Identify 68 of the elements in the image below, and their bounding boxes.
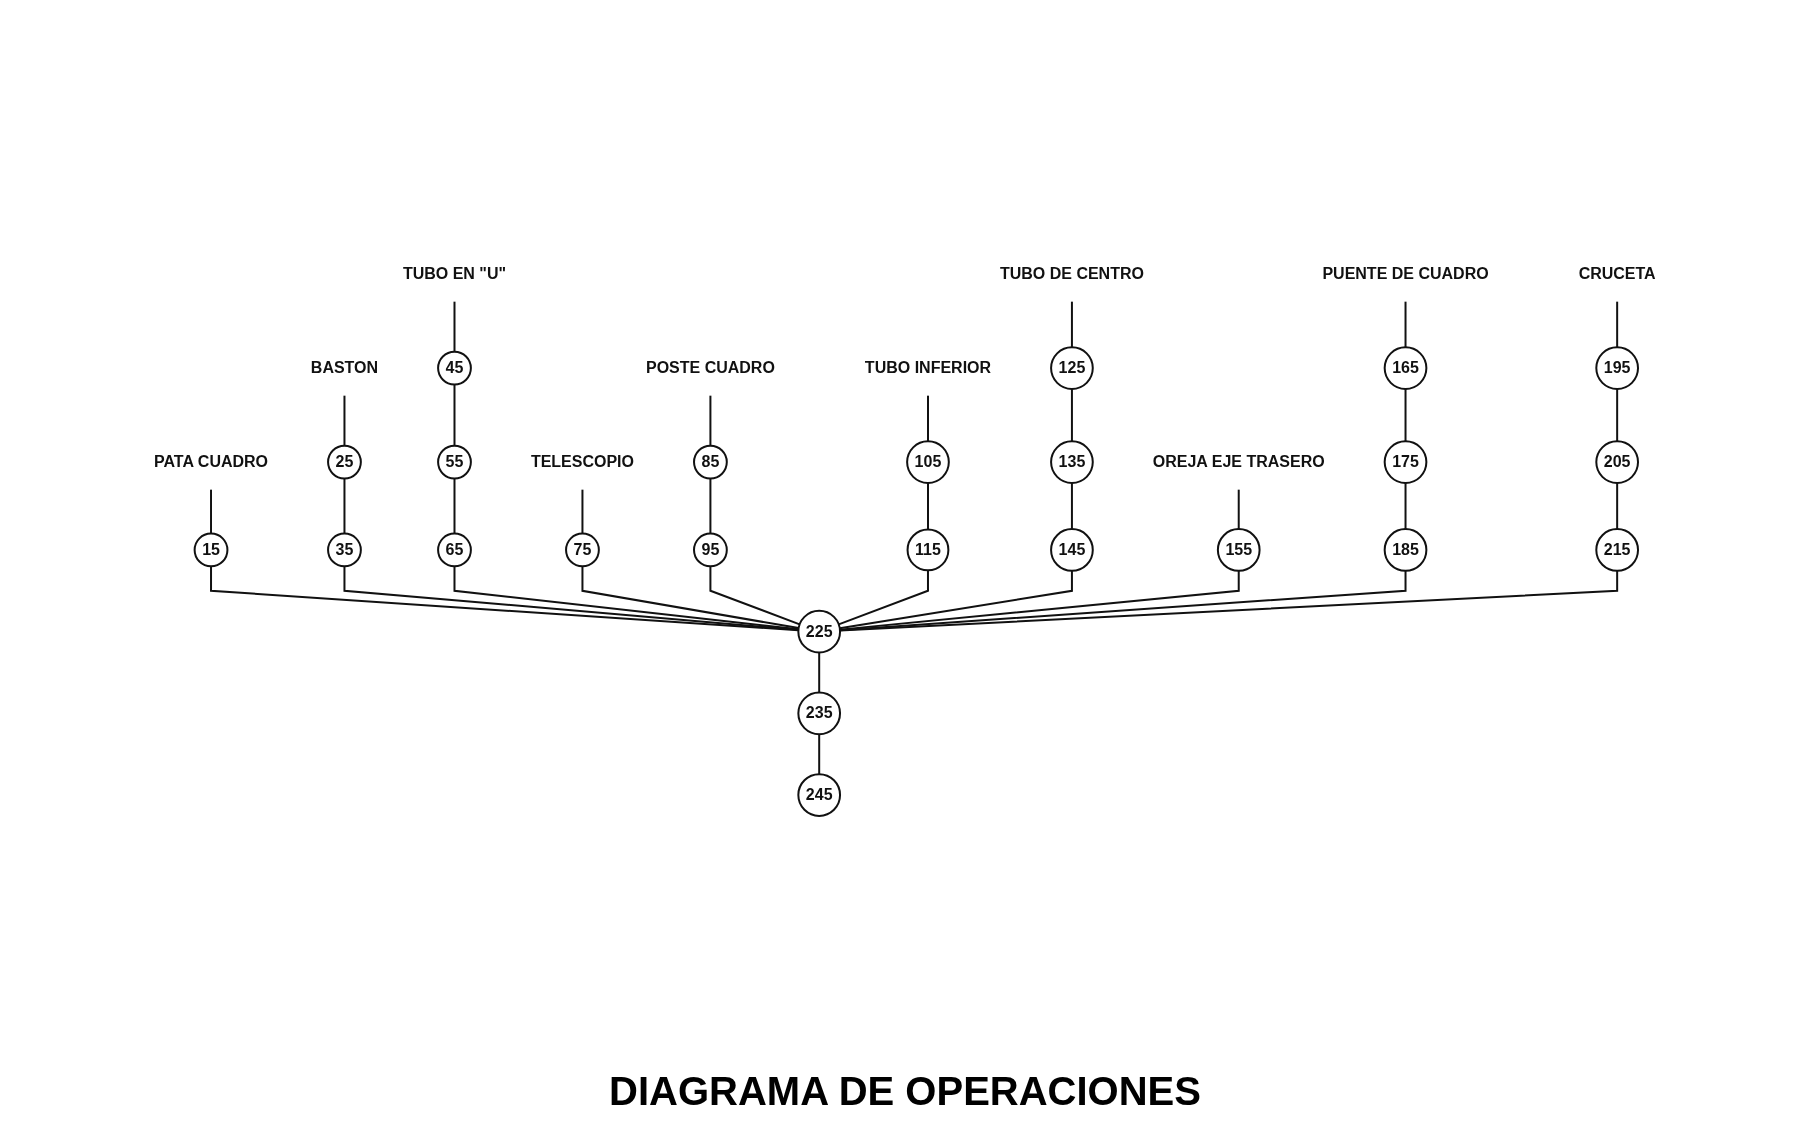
node-text: BASTON xyxy=(310,359,379,377)
diagram-title: DIAGRAMA DE OPERACIONES xyxy=(609,1069,1201,1114)
connector xyxy=(1071,387,1074,443)
node-circle: 225 xyxy=(797,609,842,654)
node-text: CRUCETA xyxy=(1578,265,1656,283)
connector xyxy=(453,300,456,353)
node-circle: 145 xyxy=(1050,528,1094,572)
connector xyxy=(1616,387,1619,443)
connector xyxy=(1237,488,1240,531)
node-text: TELESCOPIO xyxy=(531,453,635,471)
connector xyxy=(343,477,346,535)
node-circle: 65 xyxy=(437,532,473,568)
node-circle: 135 xyxy=(1050,440,1094,484)
node-circle: 165 xyxy=(1383,346,1428,390)
connector xyxy=(1404,481,1407,531)
node-circle: 175 xyxy=(1383,440,1428,484)
connector xyxy=(1071,481,1074,531)
connector xyxy=(839,569,1240,631)
connector xyxy=(818,733,821,776)
connector xyxy=(709,565,801,626)
node-circle: 125 xyxy=(1050,346,1094,390)
node-circle: 155 xyxy=(1217,528,1261,572)
connector xyxy=(927,394,930,443)
connector xyxy=(838,569,1074,630)
connector xyxy=(1616,481,1619,531)
node-circle: 25 xyxy=(327,444,362,480)
connector xyxy=(210,488,213,535)
node-text: TUBO DE CENTRO xyxy=(1000,265,1145,283)
connector xyxy=(343,565,800,631)
connector xyxy=(343,394,346,447)
node-circle: 215 xyxy=(1595,528,1640,572)
node-circle: 35 xyxy=(327,532,362,568)
node-circle: 75 xyxy=(565,532,600,568)
node-circle: 95 xyxy=(693,532,728,568)
node-circle: 235 xyxy=(797,691,842,736)
node-text: OREJA EJE TRASERO xyxy=(1152,453,1325,471)
connector xyxy=(581,565,800,630)
connector xyxy=(453,565,800,631)
connector xyxy=(818,651,821,694)
node-circle: 185 xyxy=(1383,528,1428,572)
connector xyxy=(709,477,712,535)
connector xyxy=(1404,387,1407,443)
connector xyxy=(1616,300,1619,349)
connector xyxy=(210,565,800,632)
node-circle: 245 xyxy=(797,773,842,817)
node-text: TUBO EN "U" xyxy=(403,265,507,283)
node-text: PATA CUADRO xyxy=(154,453,269,471)
connector xyxy=(927,481,930,531)
node-circle: 105 xyxy=(906,440,950,484)
node-circle: 205 xyxy=(1595,440,1640,484)
connector xyxy=(453,477,456,535)
node-circle: 115 xyxy=(906,528,950,572)
node-circle: 85 xyxy=(693,444,728,480)
node-text: PUENTE DE CUADRO xyxy=(1322,265,1489,283)
node-circle: 45 xyxy=(437,350,473,386)
connector xyxy=(1071,300,1074,349)
connector xyxy=(1404,300,1407,349)
node-circle: 195 xyxy=(1595,346,1640,390)
node-text: TUBO INFERIOR xyxy=(865,359,992,377)
connector xyxy=(581,488,584,535)
connector xyxy=(453,383,456,447)
connector xyxy=(839,569,1619,632)
connector xyxy=(839,569,1407,632)
connector xyxy=(709,394,712,447)
node-circle: 55 xyxy=(437,444,473,480)
connector xyxy=(837,569,930,626)
node-text: POSTE CUADRO xyxy=(646,359,776,377)
node-circle: 15 xyxy=(193,532,229,568)
